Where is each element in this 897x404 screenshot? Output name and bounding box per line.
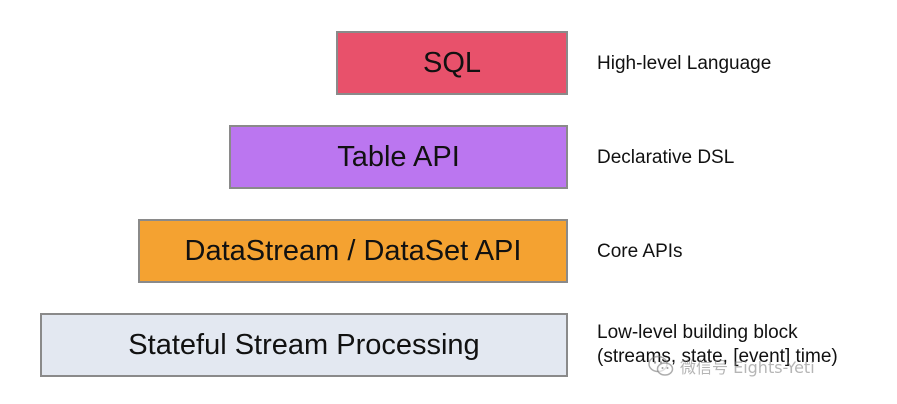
watermark-text: 微信号 Eights-Yeti — [680, 358, 815, 377]
layer-stateful-description-line-2: (streams, state, [event] time) — [597, 346, 838, 367]
layer-sql-description: High-level Language — [597, 53, 772, 74]
watermark: 微信号 Eights-Yeti — [648, 354, 815, 378]
layer-stateful-description-line-1: Low-level building block — [597, 322, 798, 343]
layer-datastream-api-box: DataStream / DataSet API — [138, 219, 568, 283]
layer-stateful-description: Low-level building block (streams, state… — [597, 321, 838, 369]
layer-datastream-api-description: Core APIs — [597, 241, 683, 262]
layer-stateful-stream-processing-box: Stateful Stream Processing — [40, 313, 568, 377]
wechat-icon — [648, 355, 674, 376]
layer-sql-box: SQL — [336, 31, 568, 95]
layer-table-api-box: Table API — [229, 125, 568, 189]
layer-table-api-description: Declarative DSL — [597, 147, 735, 168]
